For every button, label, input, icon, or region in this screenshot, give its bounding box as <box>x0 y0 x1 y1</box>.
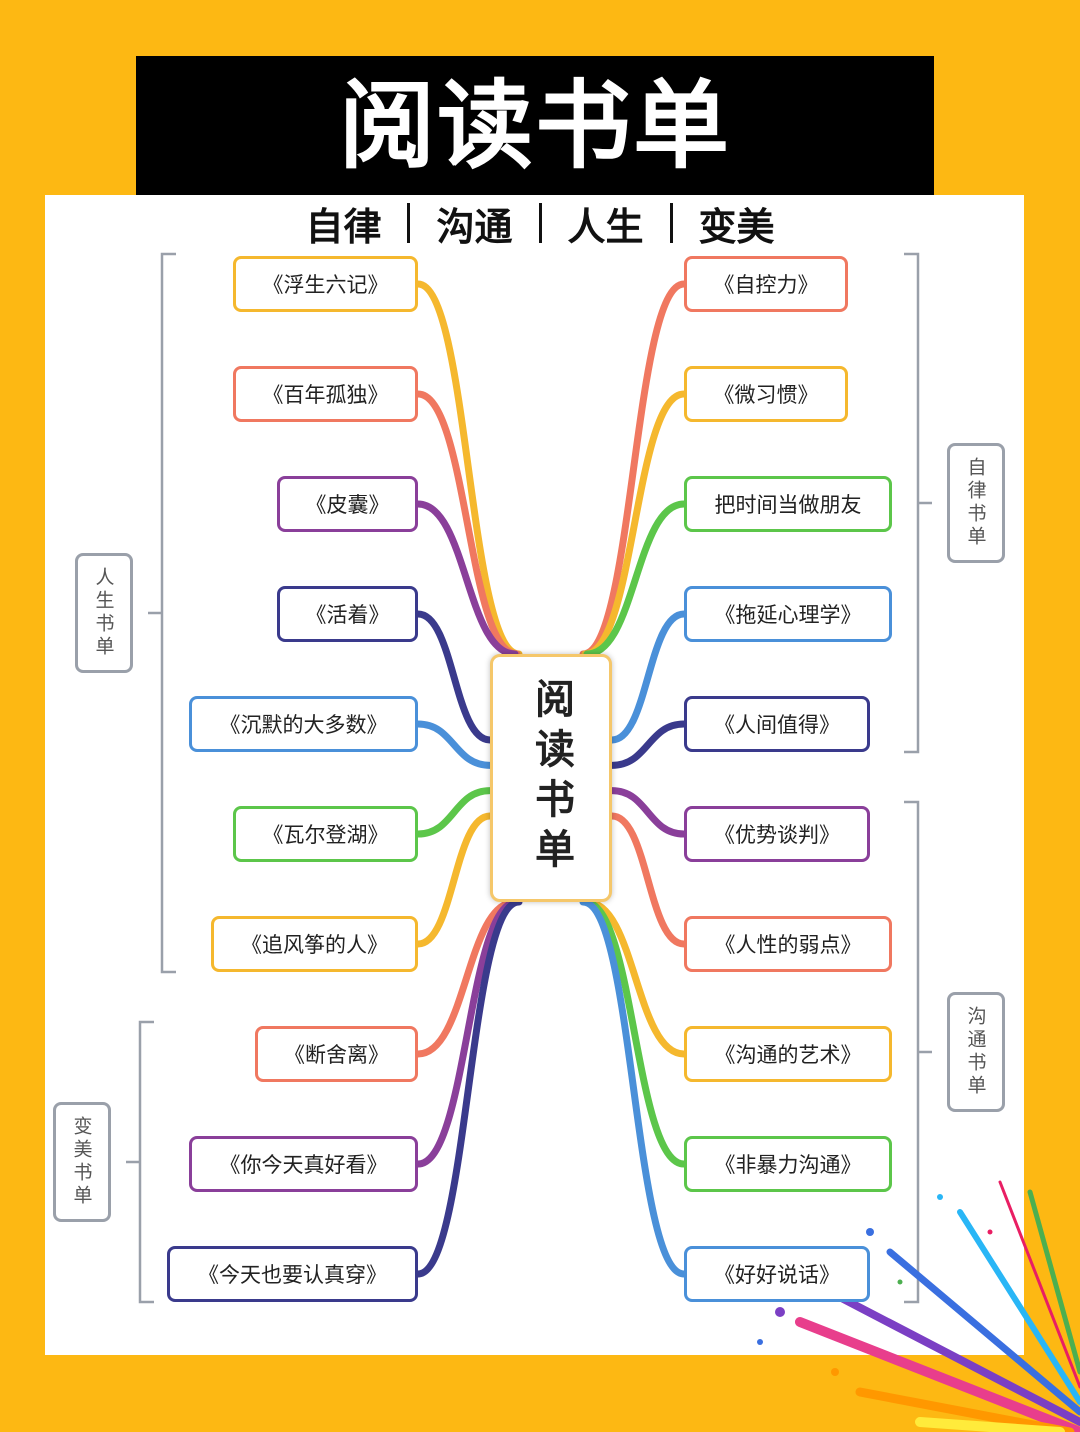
book-title: 《非暴力沟通》 <box>714 1153 862 1177</box>
branch-right-7 <box>608 812 688 948</box>
book-right-1[interactable]: 《自控力》 <box>684 256 848 312</box>
book-title: 《优势谈判》 <box>714 823 840 847</box>
tag-discipline: 自律 <box>305 204 382 249</box>
book-right-7[interactable]: 《人性的弱点》 <box>684 916 892 972</box>
branch-right-1 <box>579 280 688 658</box>
tag-communication: 沟通 <box>436 204 513 249</box>
branch-lines <box>414 280 688 1278</box>
book-right-9[interactable]: 《非暴力沟通》 <box>684 1136 892 1192</box>
book-left-8[interactable]: 《断舍离》 <box>255 1026 418 1082</box>
center-node[interactable]: 阅读书单 <box>490 654 612 902</box>
tag-separator <box>407 203 411 243</box>
book-title: 《人间值得》 <box>714 713 840 737</box>
branch-left-6 <box>414 787 494 838</box>
branch-right-3 <box>583 500 688 658</box>
book-left-2[interactable]: 《百年孤独》 <box>233 366 418 422</box>
branch-right-6 <box>608 787 688 838</box>
branch-right-8 <box>583 898 688 1058</box>
book-right-8[interactable]: 《沟通的艺术》 <box>684 1026 892 1082</box>
paint-splash-decoration <box>757 1180 1080 1432</box>
branch-left-8 <box>414 898 519 1058</box>
subtitle-tags: 自律 沟通 人生 变美 <box>0 195 1080 251</box>
book-left-9[interactable]: 《你今天真好看》 <box>189 1136 418 1192</box>
tag-separator <box>538 203 542 243</box>
bracket-life <box>148 252 176 974</box>
branch-right-2 <box>581 390 688 658</box>
bracket-discipline <box>904 252 932 754</box>
book-left-6[interactable]: 《瓦尔登湖》 <box>233 806 418 862</box>
book-left-10[interactable]: 《今天也要认真穿》 <box>167 1246 418 1302</box>
branch-left-5 <box>414 720 494 769</box>
branch-left-4 <box>414 610 494 744</box>
book-right-4[interactable]: 《拖延心理学》 <box>684 586 892 642</box>
page-title: 阅读书单 <box>339 70 731 182</box>
group-label-discipline[interactable]: 自律书单 <box>947 443 1005 563</box>
group-label-life[interactable]: 人生书单 <box>75 553 133 673</box>
book-title: 《皮囊》 <box>305 493 390 517</box>
book-right-6[interactable]: 《优势谈判》 <box>684 806 870 862</box>
book-title: 《浮生六记》 <box>262 273 389 297</box>
book-right-2[interactable]: 《微习惯》 <box>684 366 848 422</box>
group-brackets <box>126 252 932 1304</box>
tag-life: 人生 <box>567 204 644 249</box>
book-left-5[interactable]: 《沉默的大多数》 <box>189 696 418 752</box>
book-title: 《好好说话》 <box>714 1263 840 1287</box>
tag-beauty: 变美 <box>698 204 775 249</box>
book-title: 《沟通的艺术》 <box>714 1043 862 1067</box>
branch-left-2 <box>414 390 521 658</box>
bracket-communication <box>904 800 932 1304</box>
book-title: 《拖延心理学》 <box>714 603 862 627</box>
book-title: 《人性的弱点》 <box>714 933 862 957</box>
book-title: 《自控力》 <box>713 273 819 297</box>
book-right-5[interactable]: 《人间值得》 <box>684 696 870 752</box>
book-title: 《瓦尔登湖》 <box>262 823 389 847</box>
book-title: 把时间当做朋友 <box>714 493 862 517</box>
book-title: 《百年孤独》 <box>262 383 389 407</box>
book-left-1[interactable]: 《浮生六记》 <box>233 256 418 312</box>
branch-left-9 <box>414 898 521 1168</box>
book-left-4[interactable]: 《活着》 <box>277 586 418 642</box>
book-title: 《追风筝的人》 <box>241 933 388 957</box>
branch-left-7 <box>414 812 494 948</box>
book-title: 《微习惯》 <box>713 383 819 407</box>
book-title: 《沉默的大多数》 <box>219 713 388 737</box>
book-title: 《断舍离》 <box>284 1043 389 1067</box>
branch-right-5 <box>608 720 688 769</box>
book-right-10[interactable]: 《好好说话》 <box>684 1246 870 1302</box>
group-label-communication[interactable]: 沟通书单 <box>947 992 1005 1112</box>
branch-right-4 <box>608 610 688 744</box>
branch-left-1 <box>414 280 523 658</box>
book-left-7[interactable]: 《追风筝的人》 <box>211 916 418 972</box>
group-label-beauty[interactable]: 变美书单 <box>53 1102 111 1222</box>
branch-left-3 <box>414 500 519 658</box>
branch-right-9 <box>581 898 688 1168</box>
bracket-beauty <box>126 1020 154 1304</box>
book-right-3[interactable]: 把时间当做朋友 <box>684 476 892 532</box>
book-left-3[interactable]: 《皮囊》 <box>277 476 418 532</box>
center-label: 阅读书单 <box>528 678 574 878</box>
book-title: 《你今天真好看》 <box>219 1153 388 1177</box>
branch-right-10 <box>579 898 688 1278</box>
book-title: 《活着》 <box>305 603 390 627</box>
book-title: 《今天也要认真穿》 <box>198 1263 387 1287</box>
tag-separator <box>669 203 673 243</box>
title-bar: 阅读书单 <box>136 56 934 196</box>
branch-left-10 <box>414 898 523 1278</box>
